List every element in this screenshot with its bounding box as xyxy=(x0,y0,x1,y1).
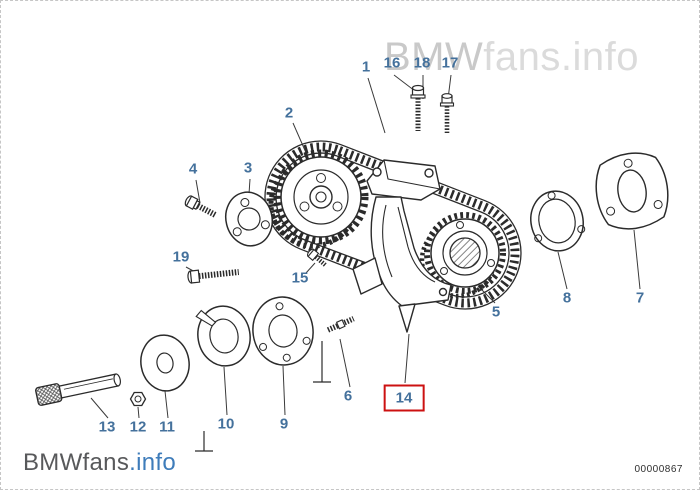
part-washer-11 xyxy=(140,334,190,392)
part-shaft-13 xyxy=(35,373,121,406)
part-ring-10 xyxy=(195,305,251,367)
datum-symbols xyxy=(195,341,331,452)
part-crankshaft-sprocket xyxy=(419,212,506,299)
part-bolt-19 xyxy=(187,268,240,284)
callout-1[interactable]: 1 xyxy=(361,58,371,76)
part-cover-7 xyxy=(595,152,669,230)
site-logo-main: BMWfans xyxy=(23,449,130,476)
callout-15[interactable]: 15 xyxy=(291,269,309,287)
watermark: BMWfans.info xyxy=(384,35,639,80)
watermark-bold: BMW xyxy=(384,35,484,79)
callout-17[interactable]: 17 xyxy=(441,54,459,72)
part-bolt-17 xyxy=(439,93,455,133)
callout-3[interactable]: 3 xyxy=(243,159,253,177)
part-nut-12 xyxy=(129,391,147,407)
document-number: 00000867 xyxy=(634,464,683,475)
callout-2[interactable]: 2 xyxy=(284,104,294,122)
callout-6[interactable]: 6 xyxy=(343,387,353,405)
callout-16[interactable]: 16 xyxy=(383,54,401,72)
part-stud-6 xyxy=(326,316,355,333)
site-logo-suffix: .info xyxy=(129,449,176,476)
part-bolt-4 xyxy=(184,195,217,218)
callout-9[interactable]: 9 xyxy=(279,415,289,433)
part-bolt-16 xyxy=(410,84,426,131)
part-flange-9 xyxy=(252,296,314,366)
part-plate-8 xyxy=(530,190,586,252)
callout-13[interactable]: 13 xyxy=(98,418,116,436)
part-chain-tensioner-guide xyxy=(352,159,452,333)
callout-18[interactable]: 18 xyxy=(413,54,431,72)
callout-4[interactable]: 4 xyxy=(188,160,198,178)
callout-14[interactable]: 14 xyxy=(383,384,425,412)
callout-10[interactable]: 10 xyxy=(217,415,235,433)
callout-7[interactable]: 7 xyxy=(635,289,645,307)
callout-8[interactable]: 8 xyxy=(562,289,572,307)
callout-5[interactable]: 5 xyxy=(491,303,501,321)
callout-19[interactable]: 19 xyxy=(172,248,190,266)
watermark-light: fans.info xyxy=(483,35,639,79)
part-flange-3 xyxy=(224,191,274,247)
part-camshaft-sprocket xyxy=(268,149,369,249)
callout-12[interactable]: 12 xyxy=(129,418,147,436)
site-logo[interactable]: BMWfans.info xyxy=(23,449,176,477)
callout-11[interactable]: 11 xyxy=(159,418,175,436)
